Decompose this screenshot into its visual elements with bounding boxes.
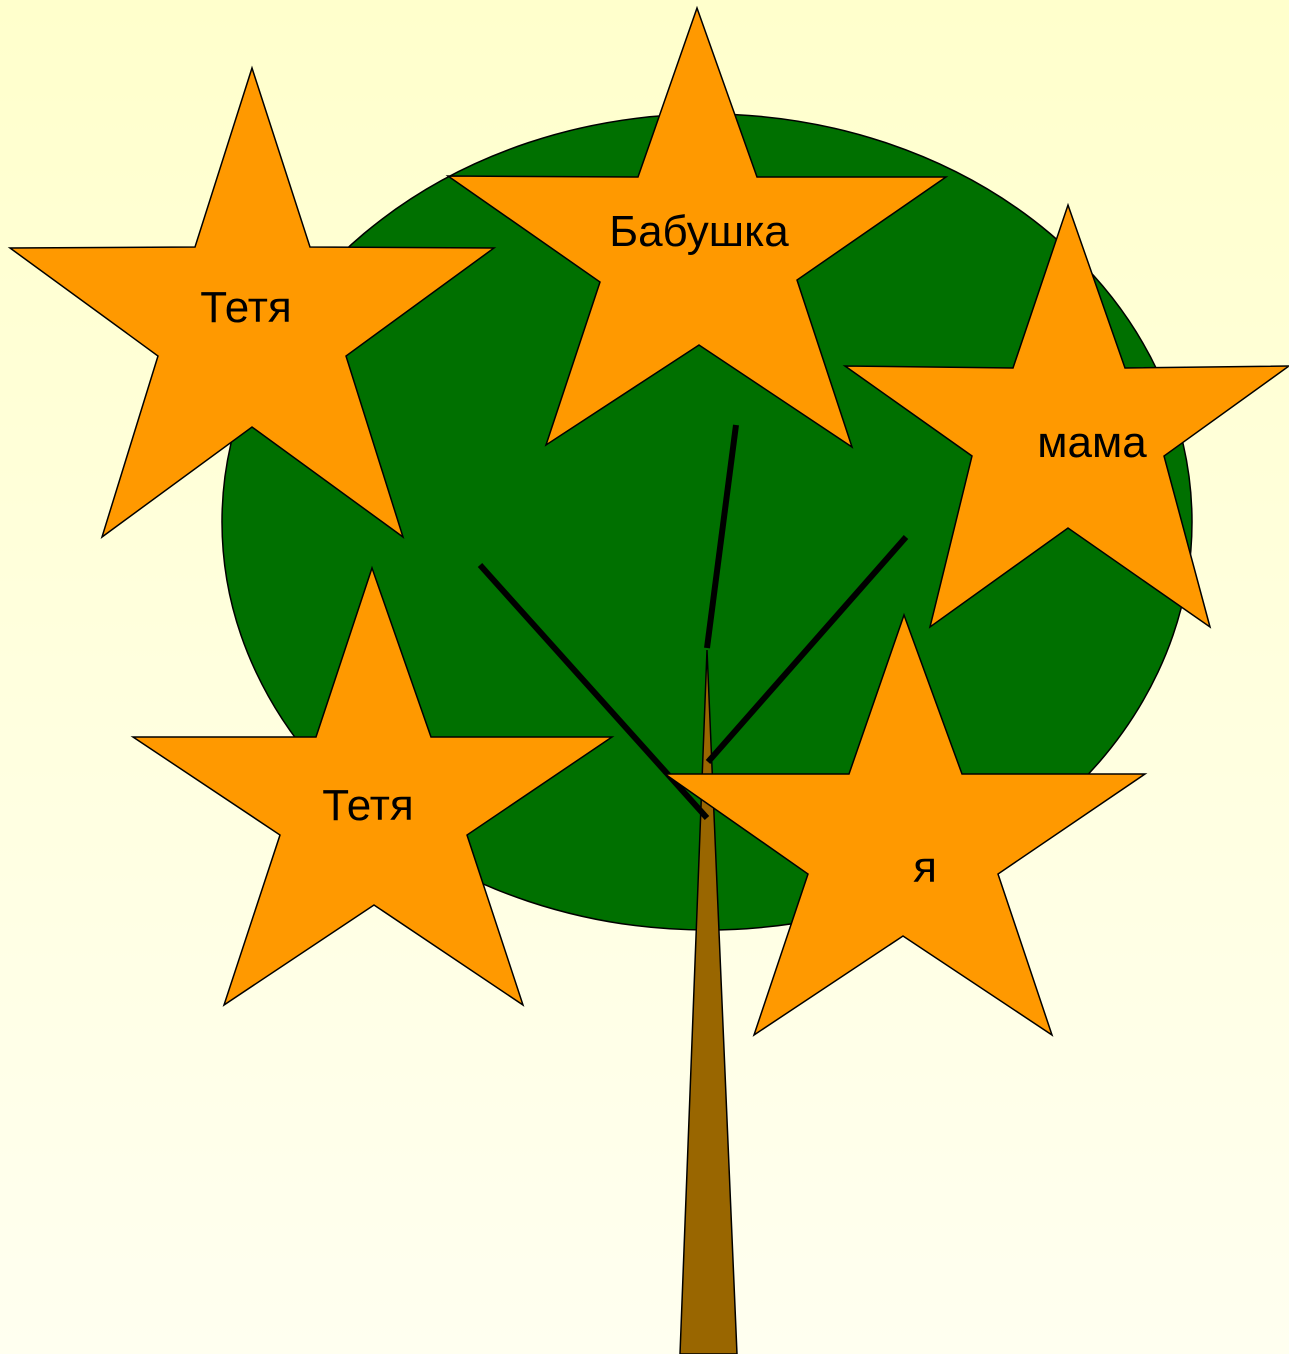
star-label: мама bbox=[1037, 418, 1147, 467]
star-label: я bbox=[913, 843, 937, 892]
star-label: Бабушка bbox=[609, 207, 789, 256]
star-label: Тетя bbox=[322, 781, 413, 830]
star-label: Тетя bbox=[200, 283, 291, 332]
